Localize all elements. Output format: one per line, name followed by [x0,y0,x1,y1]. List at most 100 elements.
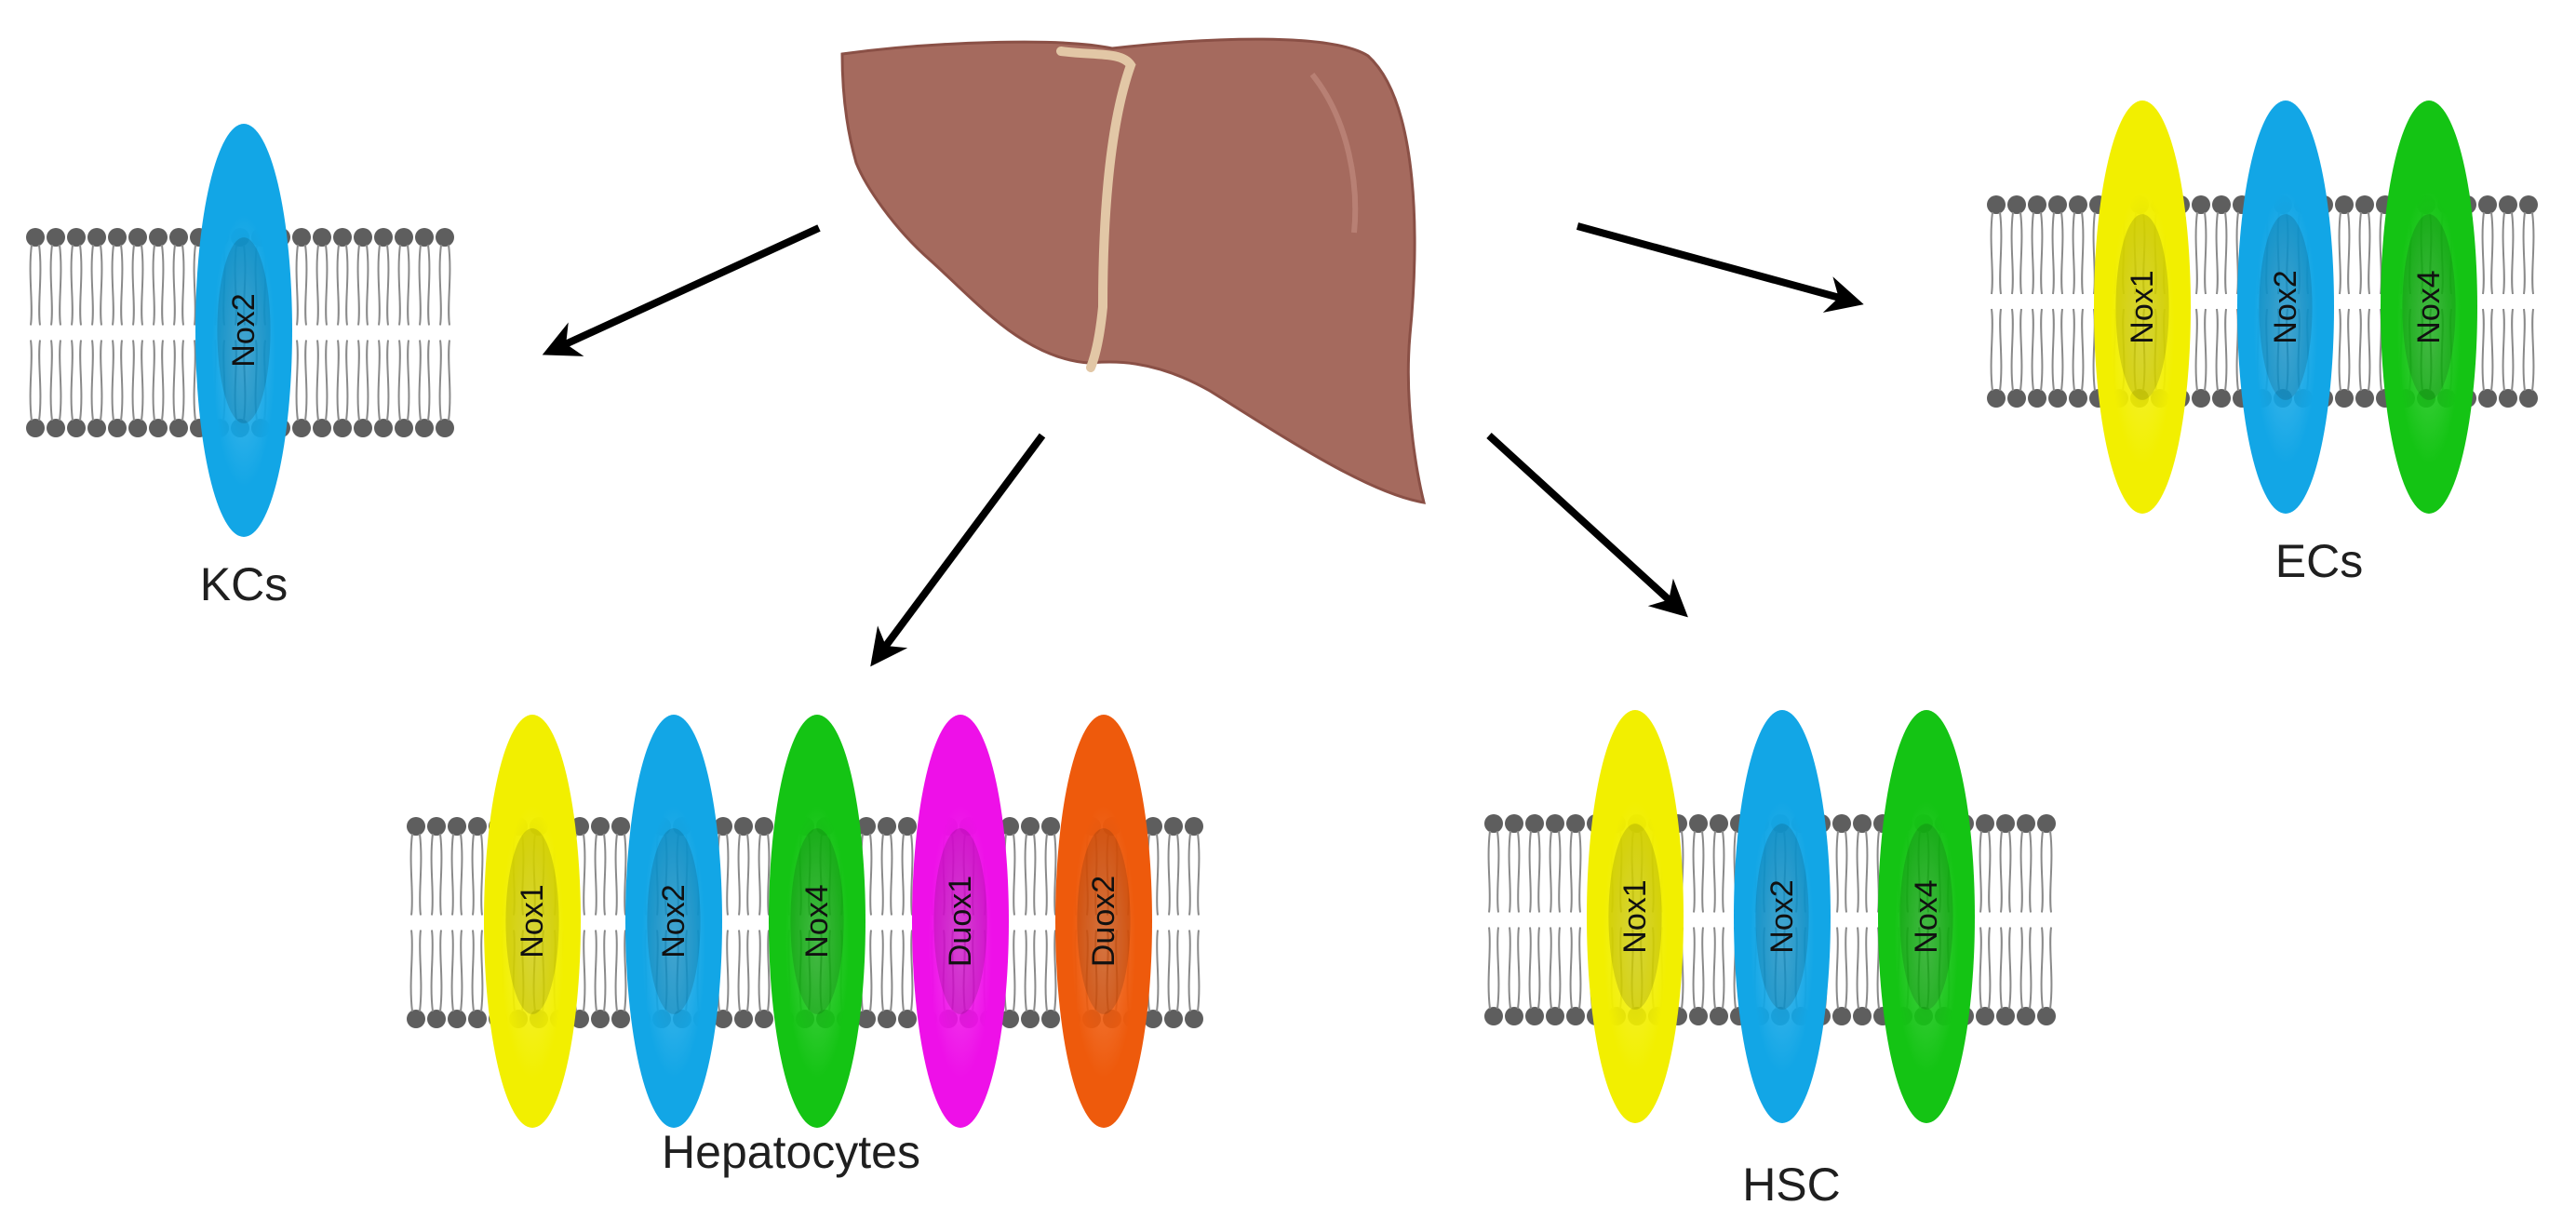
lipid-tail [758,930,771,1012]
lipid-tail [2502,211,2515,295]
lipid-tail [336,244,349,326]
protein-shade [2402,214,2456,400]
lipid-head [1546,1007,1564,1025]
lipid-head [354,228,372,247]
lipid-head [1566,814,1585,833]
lipid-tail [336,340,349,422]
lipid-tail [1167,930,1180,1012]
lipid-head [2017,814,2035,833]
lipid-tail [1990,211,2003,295]
lipid-head [1041,1010,1060,1028]
lipid-tail [2338,308,2351,392]
lipid-tail [1549,830,1562,913]
lipid-tail [418,340,431,422]
lipid-head [2048,389,2067,408]
lipid-tail [1569,927,1582,1010]
lipid-head [1021,817,1040,836]
lipid-head [1000,1010,1019,1028]
lipid-head [169,228,188,247]
protein-nox4: Nox4 [1878,710,1975,1123]
lipid-tail [1999,927,2012,1010]
lipid-tail [131,340,144,422]
lipid-head [67,228,86,247]
lipid-head [1996,1007,2015,1025]
lipid-head [436,228,454,247]
lipid-head [1996,814,2015,833]
lipid-head [407,1010,425,1028]
lipid-head [1505,1007,1523,1025]
protein-shade [1608,824,1662,1010]
lipid-tail [397,340,410,422]
lipid-head [1164,817,1183,836]
lipid-head [898,817,917,836]
lipid-head [2048,195,2067,214]
lipid-tail [2215,211,2228,295]
lipid-head [2192,195,2210,214]
lipid-tail [1835,830,1848,913]
lipid-head [1144,817,1162,836]
lipid-tail [70,244,83,326]
lipid-head [878,817,896,836]
lipid-head [427,817,446,836]
protein-nox1: Nox1 [1587,710,1684,1123]
lipid-head [313,419,331,437]
lipid-tail [172,244,185,326]
lipid-head [427,1010,446,1028]
lipid-tail [315,340,329,422]
lipid-tail [2051,211,2064,295]
lipid-head [1976,814,1994,833]
lipid-tail [315,244,329,326]
liver-body [840,37,1427,504]
lipid-tail [1979,830,1992,913]
lipid-head [2499,389,2517,408]
lipid-head [313,228,331,247]
lipid-tail [1528,830,1541,913]
lipid-head [407,817,425,836]
lipid-tail [1856,927,1869,1010]
lipid-head [2037,814,2056,833]
protein-nox4: Nox4 [2381,100,2477,514]
lipid-tail [1044,930,1057,1012]
lipid-tail [2358,308,2371,392]
liver-highlight [1309,73,1359,234]
lipid-head [87,419,106,437]
lipid-head [2028,389,2046,408]
lipid-tail [430,833,443,916]
protein-shape [625,715,722,1128]
lipid-tail [409,930,423,1012]
lipid-tail [377,244,390,326]
lipid-tail [2019,927,2033,1010]
lipid-head [128,228,147,247]
lipid-tail [2194,308,2207,392]
lipid-head [108,228,127,247]
lipid-tail [1024,833,1037,916]
lipid-head [468,817,487,836]
lipid-head [1505,814,1523,833]
lipid-tail [2051,308,2064,392]
protein-shape [2237,100,2334,514]
lipid-head [2037,1007,2056,1025]
lipid-head [448,817,466,836]
lipid-tail [2040,830,2053,913]
lipid-head [2212,389,2231,408]
lipid-head [1164,1010,1183,1028]
protein-label: Nox2 [656,884,691,958]
lipid-head [1484,1007,1503,1025]
protein-label: Nox2 [226,293,262,367]
protein-shade [2115,214,2169,400]
cell-kcs: Nox2 [26,124,454,537]
arrow-to-hepatocytes [870,433,1046,667]
arrow-to-hsc [1486,433,1688,618]
lipid-head [1144,1010,1162,1028]
lipid-head [2017,1007,2035,1025]
protein-shape [912,715,1009,1128]
lipid-head [857,1010,876,1028]
lipid-tail [1044,833,1057,916]
lipid-head [415,228,434,247]
lipid-tail [594,930,607,1012]
label-hepatocytes: Hepatocytes [662,1126,920,1178]
lipid-tail [438,244,451,326]
